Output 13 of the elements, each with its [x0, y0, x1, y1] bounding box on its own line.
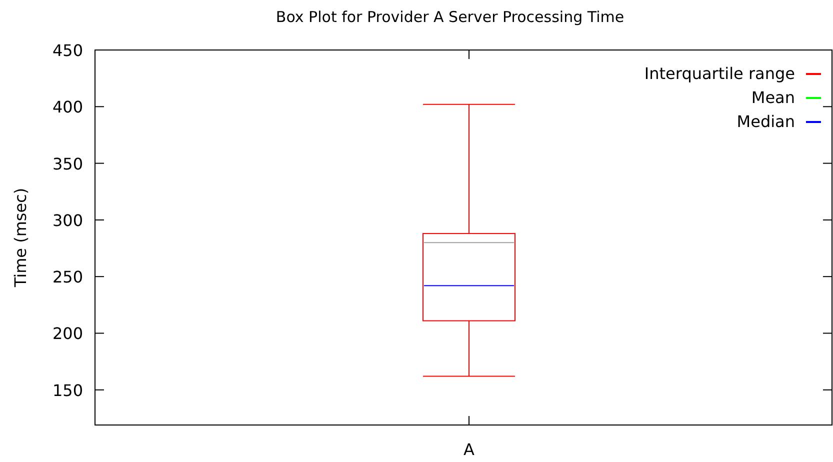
- legend-label: Median: [736, 112, 795, 131]
- legend-label: Interquartile range: [644, 64, 795, 83]
- chart-title: Box Plot for Provider A Server Processing Time: [276, 8, 624, 26]
- legend-label: Mean: [751, 88, 795, 107]
- tick-label: 250: [52, 268, 83, 287]
- tick-label: A: [464, 440, 474, 459]
- tick-label: 350: [52, 154, 83, 174]
- tick-label: 450: [52, 41, 83, 60]
- axis-title: Time (msec): [11, 188, 30, 288]
- tick-label: 150: [52, 380, 83, 400]
- tick-label: 300: [52, 210, 83, 230]
- tick-label: 200: [52, 324, 83, 344]
- tick-label: 400: [52, 98, 83, 117]
